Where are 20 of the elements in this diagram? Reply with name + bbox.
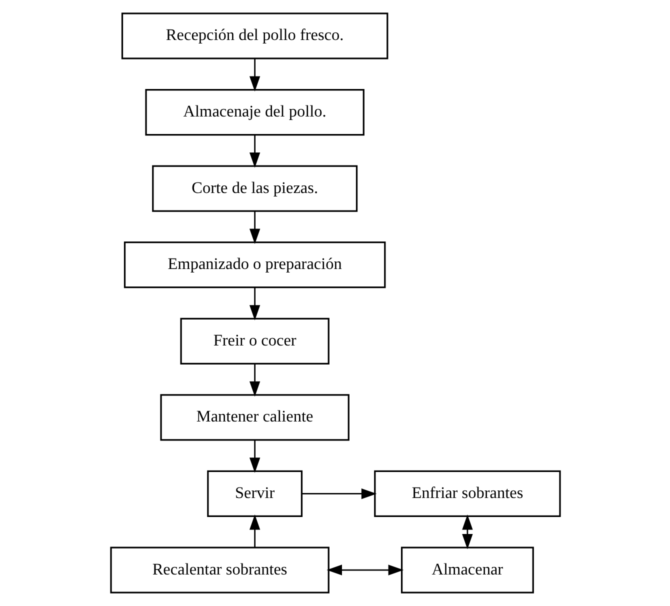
node-box: Almacenar — [400, 546, 534, 594]
node-box: Recalentar sobrantes — [110, 546, 329, 594]
node-box: Enfriar sobrantes — [374, 470, 560, 518]
node-box: Corte de las piezas. — [152, 165, 358, 212]
arrow — [248, 364, 260, 397]
node-box: Almacenaje del pollo. — [144, 88, 364, 136]
arrow — [248, 58, 260, 92]
arrow — [248, 514, 260, 548]
node-box: Servir — [206, 470, 302, 518]
arrow — [326, 564, 404, 576]
arrow — [462, 514, 472, 550]
arrow — [248, 288, 260, 320]
arrow — [248, 211, 260, 244]
arrow — [302, 488, 376, 500]
node-box: Empanizado o preparación — [123, 242, 386, 288]
node-box: Recepción del pollo fresco. — [120, 12, 388, 60]
node-box: Freir o cocer — [180, 318, 329, 364]
node-box: Mantener caliente — [160, 394, 349, 441]
arrow — [248, 135, 260, 168]
arrow — [248, 440, 260, 473]
